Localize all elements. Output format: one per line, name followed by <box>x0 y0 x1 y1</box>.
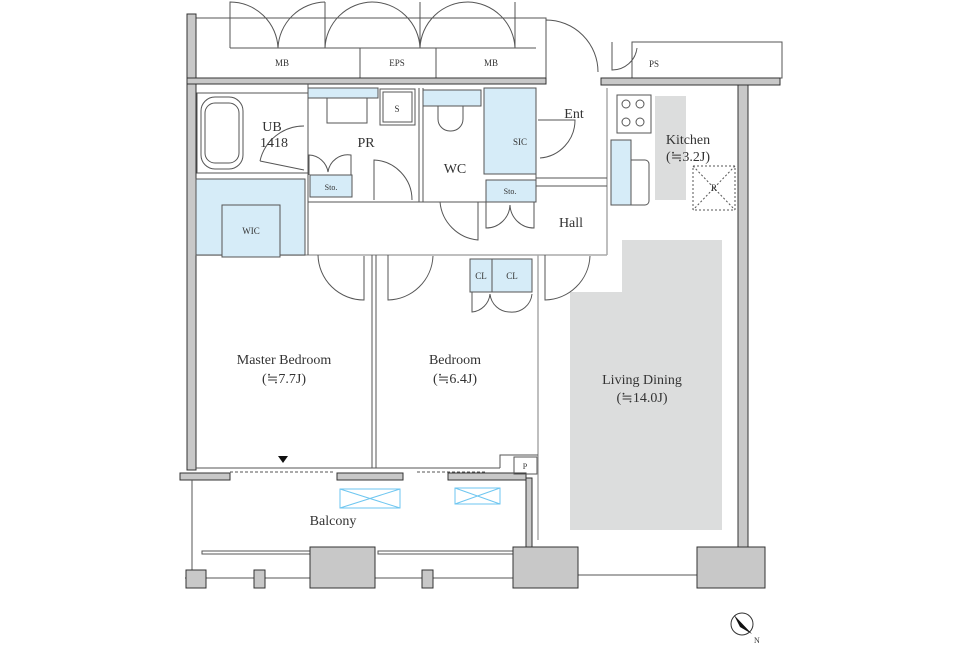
ent-label: Ent <box>564 107 584 122</box>
interior-walls <box>196 84 736 540</box>
master-bedroom-area: (≒7.7J) <box>262 372 306 387</box>
north-compass-icon: N <box>730 612 760 645</box>
kitchen-floor <box>655 96 686 200</box>
refrigerator-label: R <box>711 183 717 193</box>
wc-label: WC <box>444 162 467 177</box>
storage-pr-label: Sto. <box>325 183 338 192</box>
kitchen-counter <box>610 139 632 206</box>
closet-2 <box>491 258 533 293</box>
ub-label: UB <box>262 120 281 135</box>
storage-pr <box>309 174 353 198</box>
sic-label: SIC <box>513 137 527 147</box>
hall-label: Hall <box>559 216 583 231</box>
shaft-row <box>195 1 783 79</box>
living-dining-area: (≒14.0J) <box>616 391 667 406</box>
kitchen-area: (≒3.2J) <box>666 150 710 165</box>
washer-label: S <box>394 104 399 114</box>
balcony-label: Balcony <box>310 514 357 529</box>
closet-2-label: CL <box>506 271 518 281</box>
bedroom-area: (≒6.4J) <box>433 372 477 387</box>
living-dining-floor <box>570 240 722 530</box>
storage-hall <box>485 179 537 203</box>
kitchen-label: Kitchen <box>666 133 710 148</box>
pr-counter <box>307 87 379 99</box>
bedroom-label: Bedroom <box>429 353 481 368</box>
wall-right <box>737 84 749 549</box>
master-bedroom-label: Master Bedroom <box>237 353 332 368</box>
ps-label: PS <box>649 59 659 69</box>
mb-left-label: MB <box>275 58 289 68</box>
wc-counter <box>422 89 482 107</box>
living-dining-label: Living Dining <box>602 373 682 388</box>
pr-label: PR <box>357 136 375 151</box>
pipe-box <box>513 456 538 475</box>
wic-inner <box>221 204 281 258</box>
eps-label: EPS <box>389 58 405 68</box>
closet-1-label: CL <box>475 271 487 281</box>
wall-living-left <box>525 477 533 549</box>
balcony-structure <box>179 456 766 589</box>
storage-hall-label: Sto. <box>504 187 517 196</box>
wall-top-right <box>600 77 781 86</box>
compass-north-label: N <box>754 636 760 645</box>
pipe-label: P <box>523 462 528 471</box>
sic-area <box>483 87 537 175</box>
mb-right-label: MB <box>484 58 498 68</box>
wic-label: WIC <box>242 226 260 236</box>
wall-top-left <box>186 77 547 85</box>
ub-size: 1418 <box>260 136 288 151</box>
